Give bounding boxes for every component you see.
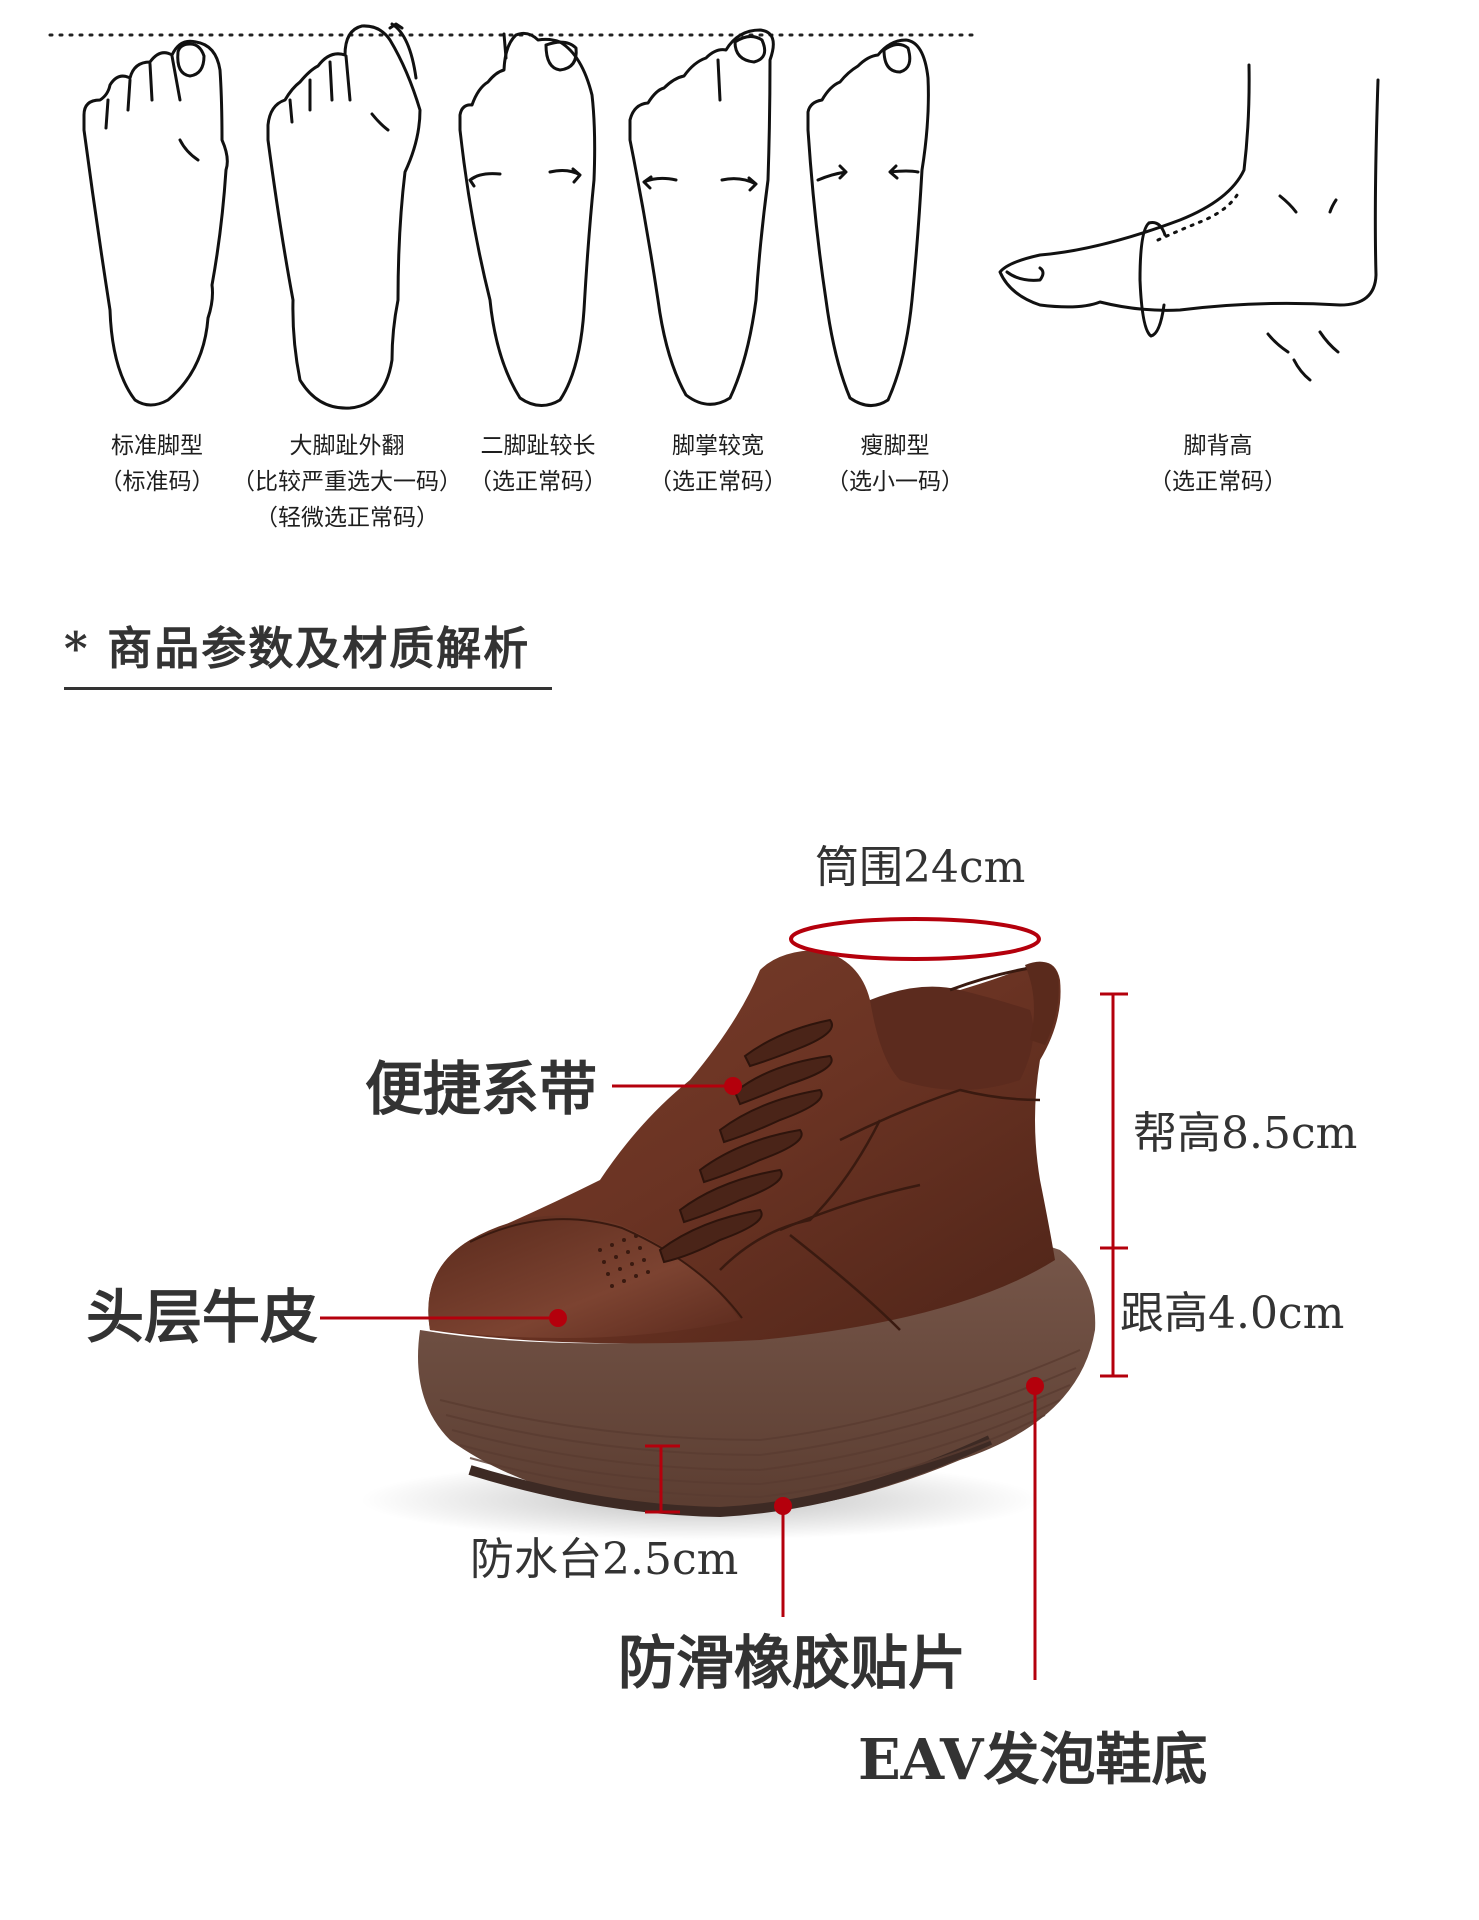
foot-type-advice: （选正常码） (469, 469, 607, 495)
foot-standard-icon (82, 39, 229, 407)
laces-callout-dot (724, 1077, 742, 1095)
foot-label-high-instep: 脚背高 （选正常码） (1149, 428, 1287, 500)
foot-type-advice: （选正常码） (649, 469, 787, 495)
anti-slip-feature-label: 防滑橡胶贴片 (618, 1629, 967, 1697)
foot-label-wide-forefoot: 脚掌较宽 （选正常码） (649, 428, 787, 500)
platform-dimension-bar (645, 1444, 680, 1514)
sole-feature-label: EAV发泡鞋底 (858, 1727, 1208, 1793)
foot-type-illustrations (48, 22, 1380, 410)
height-dimension-bar (1100, 992, 1128, 1378)
foot-bunion-icon (266, 22, 422, 410)
foot-type-advice: （比较严重选大一码） (232, 469, 462, 495)
upper-height-label: 帮高8.5cm (1133, 1108, 1358, 1159)
foot-type-advice: （选小一码） (826, 469, 964, 495)
foot-label-long-second-toe: 二脚趾较长 （选正常码） (469, 428, 607, 500)
foot-label-thin: 瘦脚型 （选小一码） (826, 428, 964, 500)
foot-type-advice: （选正常码） (1149, 469, 1287, 495)
laces-feature-label: 便捷系带 (365, 1055, 598, 1123)
foot-type-name: 二脚趾较长 (480, 433, 596, 459)
platform-height-label: 防水台2.5cm (470, 1534, 739, 1585)
shaft-circumference-label: 筒围24cm (815, 842, 1026, 893)
foot-thin-icon (806, 38, 930, 407)
foot-type-advice: （标准码） (99, 469, 215, 495)
foot-type-advice: （轻微选正常码） (255, 505, 439, 531)
leather-callout-dot (549, 1309, 567, 1327)
heel-height-label: 跟高4.0cm (1120, 1288, 1345, 1339)
foot-type-name: 标准脚型 (111, 433, 203, 459)
foot-type-name: 脚掌较宽 (672, 433, 764, 459)
product-shoe-illustration (320, 917, 1128, 1680)
foot-label-standard: 标准脚型 （标准码） (100, 428, 215, 500)
foot-type-name: 瘦脚型 (860, 433, 930, 459)
foot-label-bunion: 大脚趾外翻 （比较严重选大一码） （轻微选正常码） (232, 428, 462, 536)
section-divider (64, 687, 552, 690)
leather-feature-label: 头层牛皮 (86, 1283, 319, 1351)
foot-long-second-toe-icon (458, 31, 597, 407)
shaft-circumference-ellipse (789, 917, 1041, 961)
foot-wide-forefoot-icon (628, 28, 775, 406)
section-title: * 商品参数及材质解析 (64, 622, 531, 675)
foot-high-instep-icon (998, 63, 1380, 382)
perforation-holes (598, 1234, 650, 1288)
foot-type-name: 大脚趾外翻 (289, 433, 405, 459)
shoe-laces (658, 1018, 833, 1264)
foot-type-name: 脚背高 (1183, 433, 1253, 459)
